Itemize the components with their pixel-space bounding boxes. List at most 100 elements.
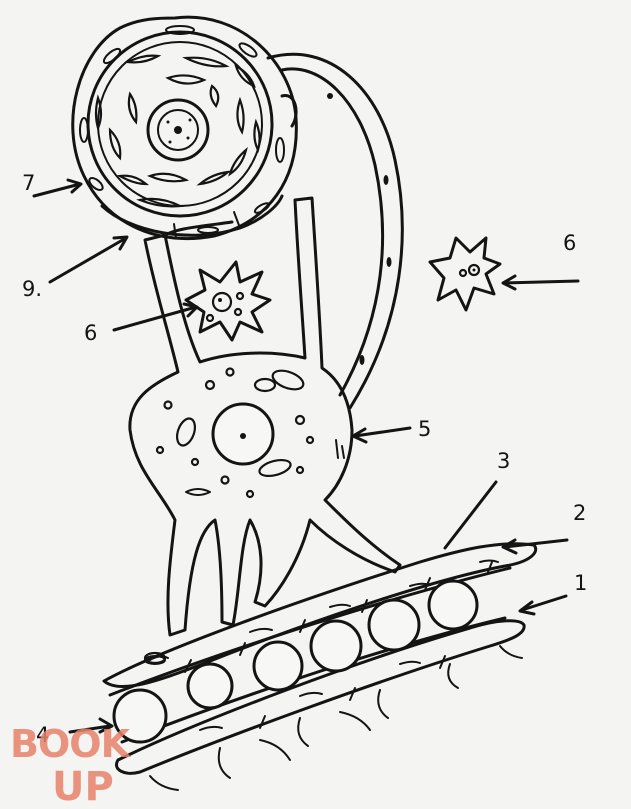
chromatin	[166, 120, 170, 124]
round-cell	[309, 619, 363, 673]
organelle	[124, 54, 162, 64]
vesicle	[225, 367, 235, 377]
connective-fiber	[447, 663, 459, 689]
organelle	[228, 146, 248, 177]
layer-nucleus	[479, 559, 499, 563]
connective-fiber	[217, 747, 231, 779]
mitochondrion	[271, 369, 305, 391]
envelope-nucleus	[253, 202, 271, 214]
arrow-2-head	[501, 538, 518, 555]
organelle	[146, 172, 190, 183]
arrow-7	[32, 182, 82, 198]
organelle	[236, 96, 245, 135]
label-6-left: 6	[84, 321, 97, 345]
cell-boundary	[424, 577, 431, 591]
label-7: 7	[22, 171, 35, 195]
round-cell	[186, 662, 234, 710]
organelle	[127, 91, 138, 125]
chromatin	[186, 136, 190, 140]
cell-boundary	[439, 655, 446, 669]
star-cell-outer-dot	[472, 268, 476, 272]
star-cell-outer-body	[428, 236, 502, 312]
arrow-2	[503, 538, 569, 549]
bookup-logo: BOOK UP	[10, 722, 133, 809]
organelle	[196, 170, 232, 186]
star-cell-outer-nucleus	[458, 268, 468, 278]
envelope-nucleus	[238, 42, 258, 58]
cap-cell	[280, 94, 298, 128]
arrow-5-head	[351, 427, 368, 444]
arch-outer	[266, 52, 404, 410]
organelle	[94, 94, 103, 132]
label-6-right: 6	[563, 231, 576, 255]
connective-fiber	[377, 689, 389, 719]
large-round-cell	[71, 15, 298, 240]
outer-envelope	[71, 15, 298, 240]
cell-boundary	[487, 561, 493, 573]
envelope-nucleus	[88, 177, 104, 191]
organelle	[182, 56, 230, 68]
nucleus-inner	[157, 109, 199, 151]
vesicle	[245, 489, 255, 499]
organelle	[136, 197, 184, 208]
envelope-nucleus	[102, 47, 122, 65]
star-cell-inner-nucleus	[211, 291, 233, 313]
envelope-nucleus	[197, 226, 219, 234]
arrow-1-head	[518, 600, 536, 616]
stellate-nucleolus	[240, 433, 246, 439]
cell-boundary	[349, 687, 356, 701]
pointer-arrows	[32, 178, 580, 734]
arrow-4-head	[98, 717, 114, 734]
cell-boundary	[239, 642, 246, 656]
arrow-6-left	[112, 305, 198, 332]
cell-boundary	[184, 659, 192, 673]
number-labels: 1 2 3 4 5 6 6 7 9.	[22, 171, 587, 747]
star-cell-inner-vesicle	[233, 307, 243, 317]
round-cell	[252, 640, 304, 692]
vesicle	[305, 435, 315, 445]
middle-layer-line-bottom	[120, 616, 507, 744]
layer-nucleus	[199, 725, 223, 731]
layer-nucleus	[299, 691, 323, 697]
arch-nucleus	[383, 175, 389, 185]
connective-fiber	[149, 775, 179, 791]
arrow-6-left-head	[182, 302, 199, 318]
organelle	[108, 127, 122, 161]
chromatin	[188, 118, 192, 122]
round-cell-nucleus	[146, 98, 210, 162]
arrow-9	[48, 236, 128, 284]
epithelial-layers	[102, 542, 538, 791]
label-2: 2	[573, 501, 586, 525]
arrow-1	[520, 594, 568, 612]
cell-boundary	[361, 599, 368, 613]
arching-process	[266, 52, 404, 410]
stellate-cell	[128, 196, 402, 665]
envelope-nucleus	[165, 25, 195, 35]
vesicle	[295, 465, 305, 475]
arrow-6-right	[503, 279, 580, 285]
foot-nucleus	[143, 651, 167, 665]
layer-nucleus	[249, 627, 273, 633]
organelle	[209, 84, 220, 109]
arch-inner	[280, 67, 385, 397]
golgi	[185, 488, 211, 496]
organelle	[116, 174, 150, 186]
stellate-cell-body	[128, 196, 402, 637]
envelope-cell-bottom	[100, 194, 284, 237]
envelope-divider	[173, 223, 177, 239]
vesicle	[204, 379, 216, 391]
arrow-9-head	[112, 235, 129, 251]
connective-fiber	[339, 711, 371, 731]
mitochondrion	[258, 458, 292, 478]
arrow-7-head	[66, 178, 83, 194]
connective-fiber	[499, 645, 523, 659]
label-5: 5	[418, 417, 431, 441]
star-cell-outer-nucleus	[467, 263, 481, 277]
envelope-cell-bottom-2	[162, 220, 234, 238]
label-3: 3	[497, 449, 510, 473]
arch-nucleus	[359, 355, 365, 365]
arch-nucleus	[327, 93, 333, 99]
layer-nucleus	[329, 603, 351, 608]
nucleolus	[174, 126, 182, 134]
